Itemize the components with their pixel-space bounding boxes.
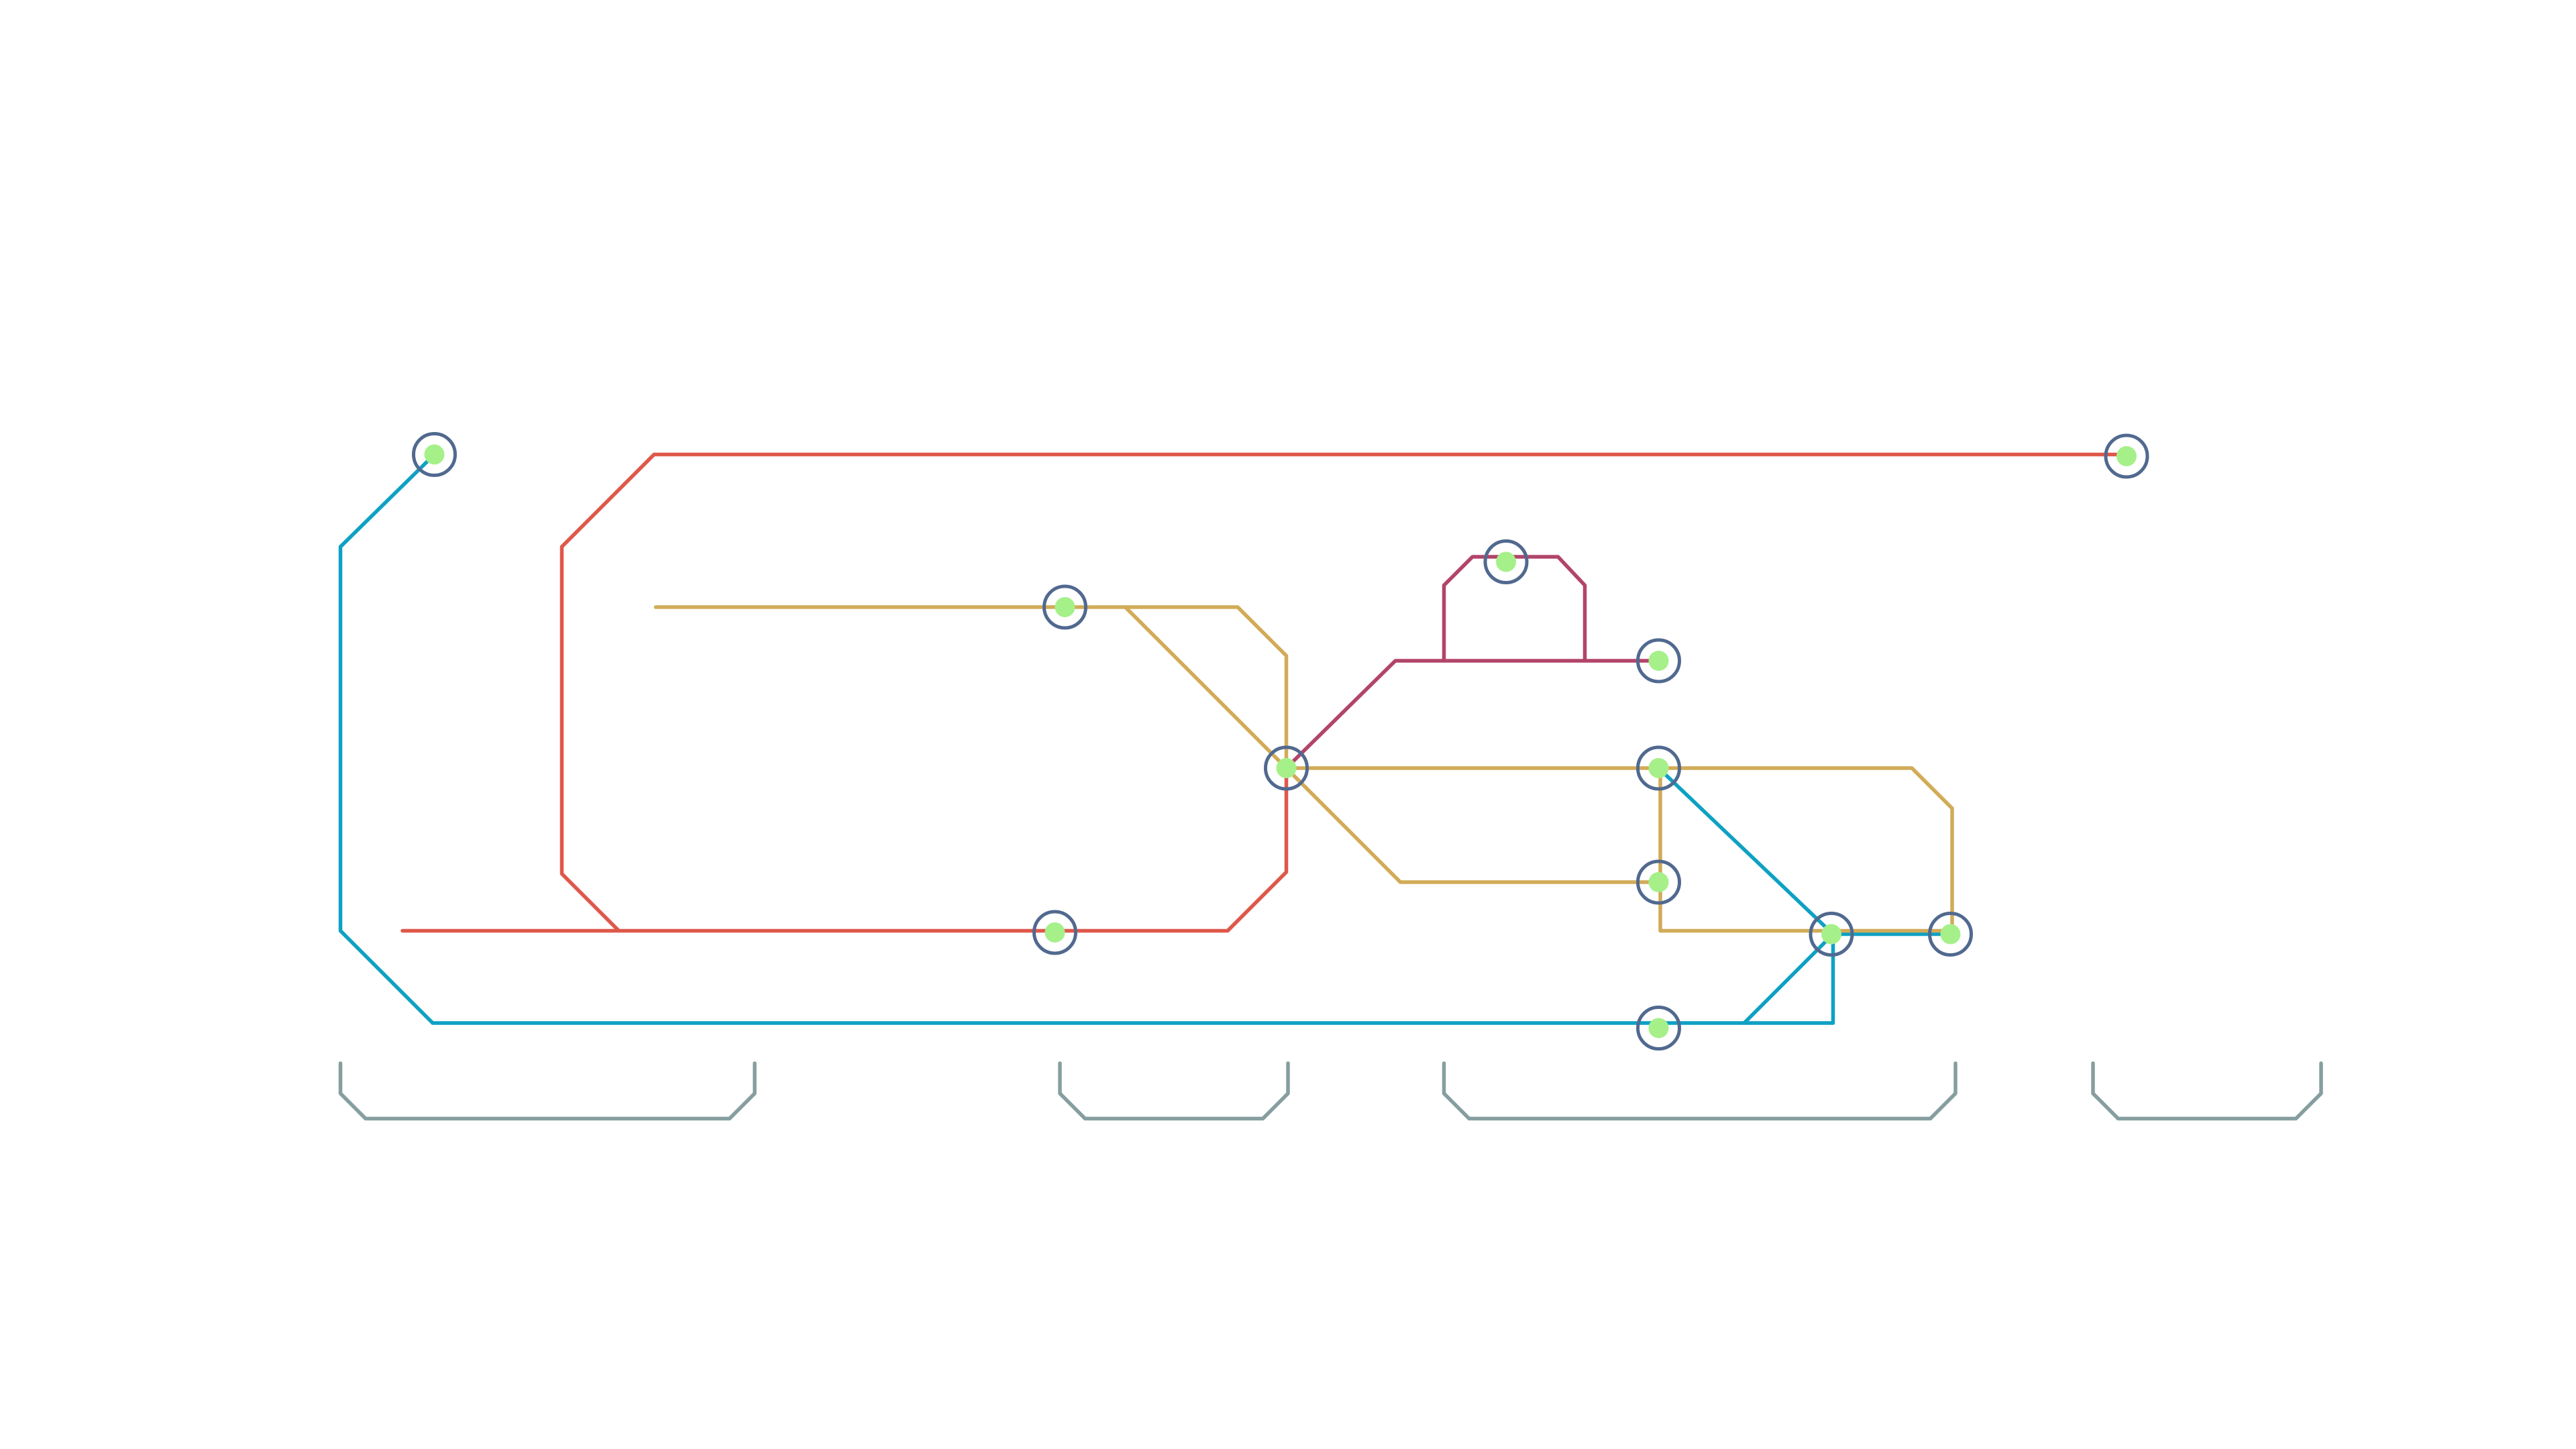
station-dot — [1821, 924, 1841, 945]
magenta-line-segment-1 — [1284, 659, 1661, 770]
station-ring — [1636, 1006, 1681, 1051]
station-dot — [1648, 872, 1669, 892]
station-ring — [1928, 912, 1973, 957]
red-line-segment-3 — [400, 766, 1289, 933]
yellow-line — [653, 605, 1954, 933]
magenta-line — [1284, 555, 1661, 770]
group-1-bracket — [338, 1061, 757, 1121]
station-dot — [2116, 446, 2137, 466]
station-dot — [424, 444, 445, 465]
station-s6[interactable] — [1636, 638, 1681, 684]
group-2-bracket — [1058, 1061, 1290, 1121]
station-ring — [1032, 910, 1077, 955]
station-s3[interactable] — [1042, 584, 1087, 630]
station-s7[interactable] — [1636, 745, 1681, 791]
station-ring — [412, 432, 457, 477]
routes — [338, 452, 2129, 1025]
station-dot — [1276, 758, 1297, 778]
blue-line — [338, 452, 1953, 1025]
station-ring — [1636, 638, 1681, 684]
station-s1[interactable] — [412, 432, 457, 477]
station-s8[interactable] — [1809, 912, 1854, 957]
station-s2[interactable] — [2104, 433, 2149, 479]
yellow-line-segment-1 — [653, 605, 1289, 770]
station-ring — [1042, 584, 1087, 630]
station-dot — [1940, 924, 1961, 945]
station-dot — [1055, 597, 1075, 617]
red-line-segment-2 — [559, 452, 656, 933]
yellow-line-segment-3 — [1284, 766, 1954, 933]
group-brackets — [338, 1061, 2323, 1121]
blue-line-segment-3 — [1656, 766, 1835, 936]
station-ring — [1264, 745, 1309, 791]
station-s10[interactable] — [1928, 912, 1973, 957]
group-3-bracket — [1442, 1061, 1957, 1121]
station-s12[interactable] — [1636, 1006, 1681, 1051]
station-ring — [1809, 912, 1854, 957]
magenta-line-segment-2 — [1442, 555, 1587, 663]
yellow-line-segment-2 — [1123, 605, 1289, 770]
station-dot — [1044, 922, 1065, 943]
station-ring — [1636, 859, 1681, 905]
station-s4[interactable] — [1483, 539, 1529, 584]
station-s9[interactable] — [1636, 859, 1681, 905]
station-ring — [2104, 433, 2149, 479]
yellow-line-segment-4 — [1284, 766, 1661, 884]
station-dot — [1648, 758, 1669, 778]
station-s11[interactable] — [1032, 910, 1077, 955]
station-dot — [1648, 651, 1669, 671]
station-dot — [1496, 551, 1516, 572]
station-s5[interactable] — [1264, 745, 1309, 791]
station-ring — [1636, 745, 1681, 791]
station-ring — [1483, 539, 1529, 584]
group-4-bracket — [2091, 1061, 2323, 1121]
red-line — [400, 452, 2129, 933]
stations — [412, 432, 2149, 1051]
blue-line-segment-1 — [338, 452, 1835, 1025]
station-dot — [1648, 1018, 1669, 1038]
